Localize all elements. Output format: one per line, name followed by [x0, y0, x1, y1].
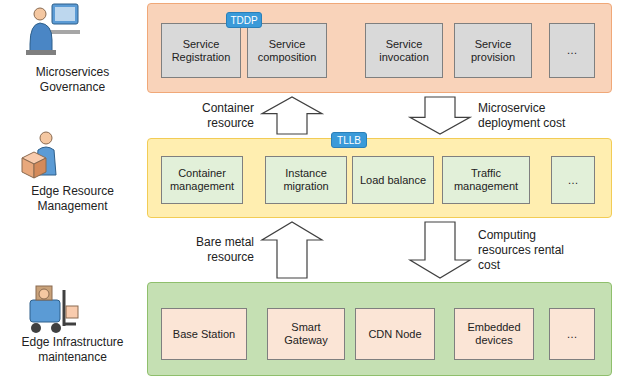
block-arrow [410, 222, 470, 278]
component-box: Traffic management [442, 156, 530, 204]
box-label: Smart Gateway [271, 321, 341, 347]
box-label: Service Registration [165, 38, 237, 64]
layer-band: Edge Infrastructure maintenanceBase Stat… [147, 282, 612, 376]
layer-band: Microservices GovernanceService Registra… [147, 3, 612, 93]
layer-heading: Edge Resource Management [3, 184, 142, 214]
box-label: … [567, 328, 578, 341]
component-box: … [549, 308, 595, 360]
component-box: Instance migration [265, 156, 347, 204]
flow-label: Computing resources rental cost [478, 228, 578, 273]
box-label: Service provision [458, 38, 528, 64]
component-box: Base Station [161, 308, 247, 360]
component-box: Service Registration [161, 23, 241, 78]
box-label: … [567, 44, 578, 57]
box-label: Base Station [173, 328, 235, 341]
layer-heading: Microservices Governance [3, 65, 142, 95]
developer-icon [26, 4, 80, 55]
block-arrow [262, 222, 322, 278]
component-box: Service composition [247, 23, 327, 78]
operator-icon [22, 132, 56, 178]
block-arrow [262, 97, 322, 134]
method-tag: TDDP [226, 12, 262, 28]
component-box: CDN Node [355, 308, 435, 360]
component-box: Smart Gateway [267, 308, 345, 360]
component-box: … [549, 23, 595, 78]
layer-heading: Edge Infrastructure maintenance [3, 335, 142, 365]
box-label: Service invocation [369, 38, 439, 64]
layer-band: Edge Resource ManagementContainer manage… [147, 138, 612, 218]
forklift-icon [30, 286, 78, 333]
component-box: Service invocation [365, 23, 443, 78]
box-label: Embedded devices [458, 321, 530, 347]
box-label: Service composition [251, 38, 323, 64]
box-label: … [568, 174, 579, 187]
tag-text: TDDP [230, 15, 257, 26]
tag-text: TLLB [337, 135, 361, 146]
box-label: Traffic management [446, 167, 526, 193]
flow-label: Microservice deployment cost [478, 101, 578, 131]
box-label: Instance migration [269, 167, 343, 193]
method-tag: TLLB [331, 132, 367, 148]
block-arrow [410, 97, 470, 134]
flow-label: Bare metal resource [154, 235, 254, 265]
box-label: Load balance [360, 174, 426, 187]
box-label: CDN Node [368, 328, 421, 341]
component-box: Load balance [352, 156, 434, 204]
component-box: Container management [161, 156, 243, 204]
component-box: Embedded devices [454, 308, 534, 360]
flow-label: Container resource [154, 101, 254, 131]
component-box: … [551, 156, 595, 204]
component-box: Service provision [454, 23, 532, 78]
box-label: Container management [165, 167, 239, 193]
